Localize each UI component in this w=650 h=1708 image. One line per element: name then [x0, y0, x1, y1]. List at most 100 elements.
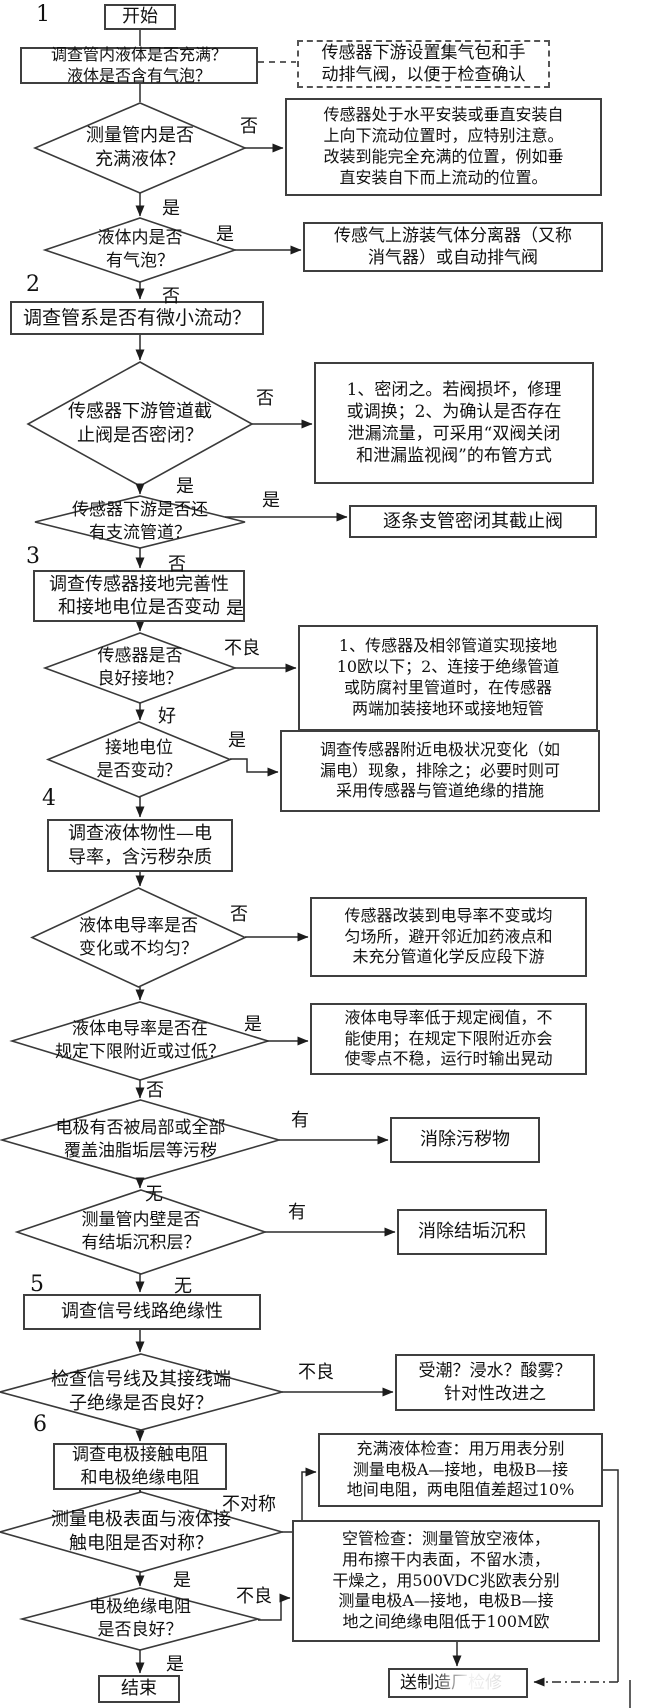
check-empty-pipe-line: 测量电极A—接地，电极B—接	[338, 1591, 554, 1611]
decision-contact-resistance-symmetric: 测量电极表面与液体接触电阻是否对称？	[0, 1492, 282, 1572]
decision-electrode-coated-line: 电极有否被局部或全部	[55, 1118, 226, 1139]
decision-conductivity-uniform-line: 变化或不均匀？	[79, 938, 198, 959]
section-number-4: 4	[42, 786, 56, 811]
decision-tube-full-line: 测量管内是否	[86, 124, 194, 146]
section-number-1: 1	[36, 2, 50, 27]
remedy-remove-fouling-line: 消除污秽物	[420, 1129, 510, 1151]
remedy-install-position-line: 直安装自下而上流动的位置。	[339, 167, 548, 187]
remedy-grounding-line: 10欧以下；2、连接于绝缘管道	[336, 657, 560, 677]
remedy-grounding-line: 两端加装接地环或接地短管	[351, 698, 544, 718]
remedy-install-position-line: 上向下流动位置时，应特别注意。	[323, 126, 564, 146]
decision-downstream-valve-sealed-line: 止阀是否密闭？	[77, 425, 203, 446]
step3-investigate-grounding-line: 调查传感器接地完善性	[49, 573, 229, 595]
decision-branch-pipes-line: 传感器下游是否还	[72, 500, 208, 521]
note-air-collector-line: 动排气阀，以便于检查确认	[321, 65, 526, 85]
remedy-seal-branch-valves-line: 逐条支管密闭其截止阀	[383, 510, 563, 532]
decision-branch-pipes: 传感器下游是否还有支流管道？	[35, 496, 245, 548]
decision-signal-insulation-good-shape	[0, 1353, 286, 1431]
branch-yes: 是	[162, 198, 180, 219]
check-empty-pipe-line: 干燥之，用500VDC兆欧表分别	[332, 1570, 560, 1590]
remedy-gas-separator: 传感气上游装气体分离器（又称消气器）或自动排气阀	[303, 222, 603, 272]
step2-investigate-micro-flow-line: 调查管系是否有微小流动？	[22, 306, 251, 329]
remedy-moisture-line: 针对性改进之	[444, 1383, 546, 1404]
remedy-conductivity-threshold-line: 液体电导率低于规定阀值，不	[344, 1007, 553, 1027]
step1-investigate-pipe-full: 调查管内液体是否充满？液体是否含有气泡？	[20, 44, 258, 85]
check-full-pipe-line: 地间电阻，两电阻值差超过10%	[346, 1480, 575, 1500]
branch-yes: 是	[176, 476, 194, 497]
decision-scale-deposit-line: 测量管内壁是否	[81, 1210, 201, 1231]
wire-d13-bad	[258, 1593, 291, 1621]
step6-investigate-electrode-resistance: 调查电极接触电阻和电极绝缘电阻	[53, 1443, 227, 1490]
remedy-grounding-line: 1、传感器及相邻管道实现接地	[338, 636, 558, 656]
decision-ground-potential-line: 接地电位	[105, 737, 173, 758]
branch-good: 好	[158, 706, 176, 727]
decision-conductivity-uniform: 液体电导率是否变化或不均匀？	[32, 888, 245, 987]
decision-insulation-resistance-good-line: 是否良好？	[97, 1620, 183, 1640]
decision-scale-deposit-line: 有结垢沉积层？	[81, 1233, 201, 1253]
step4-investigate-conductivity: 调查液体物性—电导率，含污秽杂质	[47, 819, 233, 872]
remedy-remove-scale: 消除结垢沉积	[397, 1209, 547, 1255]
branch-yes: 是	[173, 1570, 191, 1591]
section-number-3: 3	[26, 544, 40, 569]
step2-investigate-micro-flow: 调查管系是否有微小流动？	[10, 301, 264, 335]
step3-investigate-grounding: 调查传感器接地完善性和接地电位是否变动	[33, 570, 245, 622]
section-number-6: 6	[33, 1412, 47, 1437]
step6-investigate-electrode-resistance-line: 和电极绝缘电阻	[80, 1467, 200, 1488]
remedy-relocate-sensor-line: 未充分管道化学反应段下游	[352, 947, 545, 967]
branch-bad: 不良	[224, 638, 260, 659]
remedy-electrode-leakage-line: 漏电）现象，排除之；必要时则可	[319, 760, 560, 780]
branch-no: 否	[162, 286, 180, 307]
end-node: 结束	[98, 1675, 180, 1703]
remedy-electrode-leakage-line: 调查传感器附近电极状况变化（如	[319, 739, 560, 759]
remedy-moisture: 受潮？浸水？酸雾？针对性改进之	[395, 1354, 595, 1411]
step4-investigate-conductivity-line: 导率，含污秽杂质	[68, 846, 212, 868]
branch-yes: 是	[216, 224, 234, 245]
branch-no: 否	[256, 388, 274, 409]
decision-signal-insulation-good: 检查信号线及其接线端子绝缘是否良好？	[0, 1354, 282, 1430]
check-empty-pipe-line: 空管检查：测量管放空液体，	[341, 1529, 550, 1548]
check-full-pipe: 充满液体检查：用万用表分别测量电极A—接地，电极B—接地间电阻，两电阻值差超过1…	[318, 1433, 603, 1507]
remedy-conductivity-threshold-line: 使零点不稳，运行时输出晃动	[344, 1049, 553, 1069]
decision-ground-potential: 接地电位是否变动？	[48, 722, 230, 797]
remedy-seal-valve-line: 和泄漏监视阀”的布管方式	[356, 446, 552, 467]
step5-investigate-signal-insulation: 调查信号线路绝缘性	[23, 1294, 261, 1330]
branch-no: 否	[240, 116, 258, 137]
step1-investigate-pipe-full-line: 调查管内液体是否充满？	[50, 44, 227, 64]
remedy-conductivity-threshold-line: 能使用；在规定下限附近亦会	[344, 1028, 553, 1048]
step1-investigate-pipe-full-line: 液体是否含有气泡？	[66, 65, 211, 85]
decision-bubbles-line: 液体内是否	[97, 228, 183, 249]
decision-contact-resistance-symmetric-line: 触电阻是否对称？	[69, 1533, 213, 1554]
decision-ground-potential-line: 是否变动？	[96, 760, 182, 781]
decision-downstream-valve-sealed-line: 传感器下游管道截	[68, 400, 212, 422]
branch-bad: 不良	[298, 1362, 334, 1383]
remedy-seal-valve: 1、密闭之。若阀损坏，修理或调换；2、为确认是否存在泄漏流量，可采用“双阀关闭和…	[314, 362, 594, 484]
check-empty-pipe-line: 地之间绝缘电阻低于100M欧	[342, 1612, 550, 1632]
remedy-seal-valve-line: 1、密闭之。若阀损坏，修理	[346, 379, 562, 400]
check-empty-pipe-line: 用布擦干内表面，不留水渍，	[341, 1549, 550, 1569]
decision-conductivity-uniform-shape	[30, 887, 247, 988]
decision-good-grounding-line: 传感器是否	[97, 646, 183, 667]
decision-bubbles-line: 有气泡？	[106, 251, 174, 271]
remedy-relocate-sensor-line: 传感器改装到电导率不变或均	[344, 905, 553, 925]
decision-good-grounding-line: 良好接地？	[97, 669, 183, 689]
remedy-remove-scale-line: 消除结垢沉积	[418, 1221, 526, 1243]
remedy-remove-fouling: 消除污秽物	[390, 1117, 540, 1163]
remedy-conductivity-threshold: 液体电导率低于规定阀值，不能使用；在规定下限附近亦会使零点不稳，运行时输出晃动	[310, 1003, 587, 1075]
branch-no: 否	[146, 1080, 164, 1101]
remedy-gas-separator-line: 传感气上游装气体分离器（又称	[334, 225, 572, 246]
remedy-install-position-line: 改装到能完全充满的位置，例如垂	[323, 147, 564, 166]
step3-investigate-grounding-line: 和接地电位是否变动	[58, 597, 220, 618]
decision-conductivity-low: 液体电导率是否在规定下限附近或过低？	[12, 1002, 268, 1080]
wire-checkL-right-bracket	[603, 1469, 619, 1682]
branch-no: 否	[168, 554, 186, 575]
decision-ground-potential-shape	[45, 721, 233, 798]
remedy-electrode-leakage-line: 采用传感器与管道绝缘的措施	[335, 781, 544, 801]
start-node-line: 开始	[122, 6, 158, 28]
decision-scale-deposit: 测量管内壁是否有结垢沉积层？	[17, 1190, 265, 1274]
remedy-install-position-line: 传感器处于水平安装或垂直安装自	[323, 105, 564, 125]
start-node: 开始	[104, 4, 176, 30]
decision-downstream-valve-sealed: 传感器下游管道截止阀是否密闭？	[28, 362, 252, 486]
